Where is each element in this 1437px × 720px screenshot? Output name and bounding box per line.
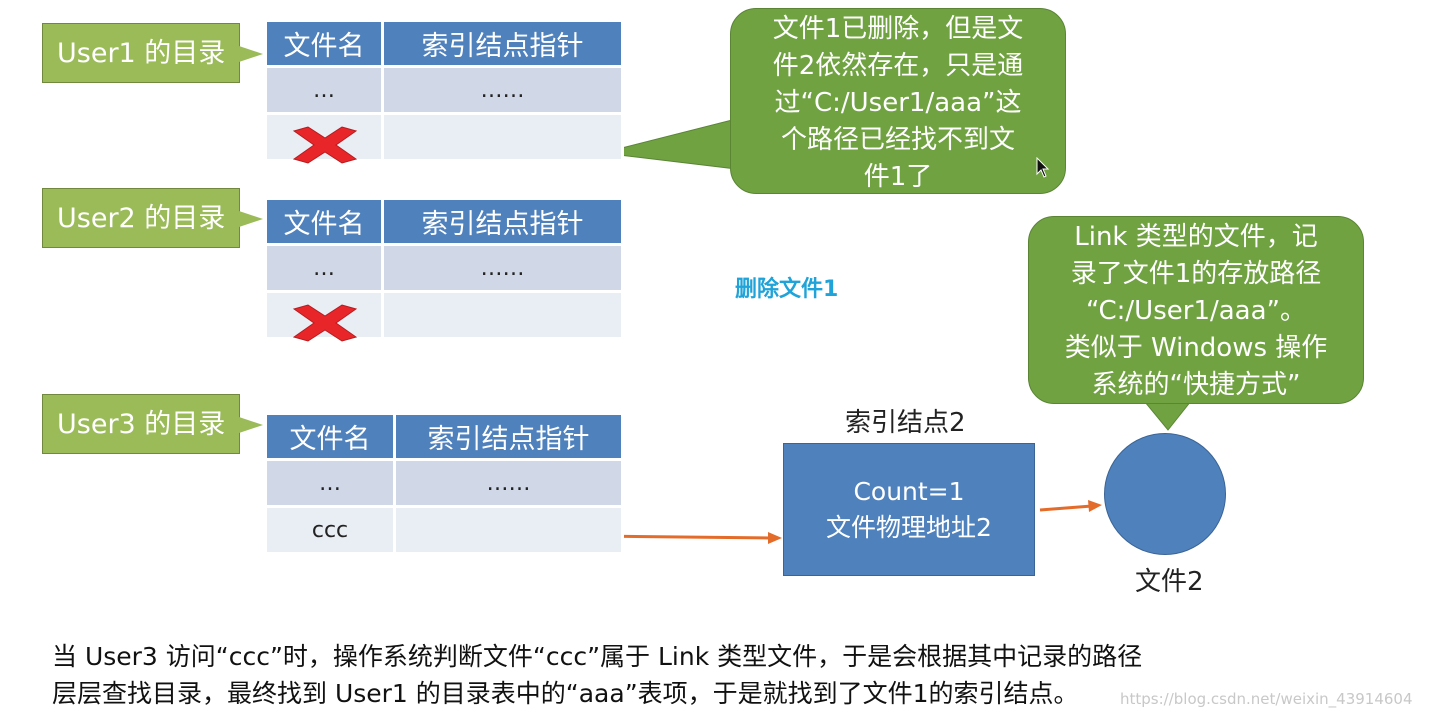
table3-row: … …… [267, 461, 621, 505]
table2-row1-pointer: …… [384, 246, 621, 290]
arrow-ccc-to-inode [595, 534, 773, 540]
watermark: https://blog.csdn.net/weixin_43914604 [1120, 690, 1413, 708]
table3-row1-pointer: …… [396, 461, 621, 505]
user1-label-text: User1 的目录 [57, 38, 226, 69]
file2-circle [1104, 433, 1226, 555]
mouse-cursor-icon [1036, 157, 1050, 178]
user2-label: User2 的目录 [42, 188, 263, 248]
description-text: 当 User3 访问“ccc”时，操作系统判断文件“ccc”属于 Link 类型… [52, 638, 1142, 712]
arrow-ccc-head [768, 532, 782, 544]
user3-label-text: User3 的目录 [57, 409, 226, 440]
file2-label: 文件2 [1135, 567, 1204, 597]
delete-file1-label: 删除文件1 [735, 277, 839, 302]
bubble1-line: 个路径已经找不到文 [780, 125, 1015, 155]
table1-row: … …… [267, 68, 621, 112]
user2-label-text: User2 的目录 [57, 203, 226, 234]
user1-directory-table: 文件名 索引结点指针 … …… [264, 19, 624, 162]
bubble1-line: 文件1已删除，但是文 [772, 14, 1024, 44]
table3-row2-name: ccc [267, 508, 393, 552]
deleted-cross-icon [292, 126, 358, 164]
inode2-box: Count=1 文件物理地址2 [783, 443, 1035, 576]
bubble2-line: 录了文件1的存放路径 [1070, 259, 1322, 289]
table2-header-name: 文件名 [267, 200, 381, 243]
table1-header-name: 文件名 [267, 22, 381, 65]
bubble1-line: 件2依然存在，只是通 [772, 51, 1024, 81]
table1-row [267, 115, 621, 159]
arrow-file2-head [1088, 500, 1102, 512]
bubble1-line: 件1了 [863, 162, 933, 192]
table1-row1-name: … [267, 68, 381, 112]
link-note-bubble: Link 类型的文件，记 录了文件1的存放路径 “C:/User1/aaa”。 … [1028, 216, 1364, 404]
table1-header-pointer: 索引结点指针 [384, 22, 621, 65]
table3-row1-name: … [267, 461, 393, 505]
inode2-title: 索引结点2 [845, 408, 966, 438]
inode2-count: Count=1 [853, 477, 965, 506]
bubble2-line: 系统的“快捷方式” [1091, 370, 1301, 400]
inode2-address: 文件物理地址2 [826, 513, 992, 542]
table3-header-name: 文件名 [267, 415, 393, 458]
bubble2-line: 类似于 Windows 操作 [1064, 333, 1328, 363]
table3-row2-pointer [396, 508, 621, 552]
table2-row2-pointer [384, 293, 621, 337]
table3-row: ccc [267, 508, 621, 552]
user3-directory-table: 文件名 索引结点指针 … …… ccc [264, 412, 624, 555]
description-line2: 层层查找目录，最终找到 User1 的目录表中的“aaa”表项，于是就找到了文件… [52, 679, 1079, 708]
arrow-inode-to-file2 [1039, 504, 1093, 512]
description-line1: 当 User3 访问“ccc”时，操作系统判断文件“ccc”属于 Link 类型… [52, 642, 1143, 671]
table3-header-pointer: 索引结点指针 [396, 415, 621, 458]
bubble2-line: “C:/User1/aaa”。 [1085, 296, 1307, 326]
bubble2-line: Link 类型的文件，记 [1074, 222, 1318, 252]
bubble1-line: 过“C:/User1/aaa”这 [774, 88, 1022, 118]
user1-label-pointer [239, 46, 263, 62]
user3-label-pointer [239, 417, 263, 433]
table1-row2-pointer [384, 115, 621, 159]
user1-label: User1 的目录 [42, 23, 263, 83]
table2-row: … …… [267, 246, 621, 290]
user3-label: User3 的目录 [42, 394, 263, 454]
table2-row [267, 293, 621, 337]
table1-row1-pointer: …… [384, 68, 621, 112]
user2-label-pointer [239, 211, 263, 227]
deleted-cross-icon [292, 304, 358, 342]
table2-row1-name: … [267, 246, 381, 290]
deletion-note-bubble: 文件1已删除，但是文 件2依然存在，只是通 过“C:/User1/aaa”这 个… [730, 8, 1066, 194]
table2-header-pointer: 索引结点指针 [384, 200, 621, 243]
